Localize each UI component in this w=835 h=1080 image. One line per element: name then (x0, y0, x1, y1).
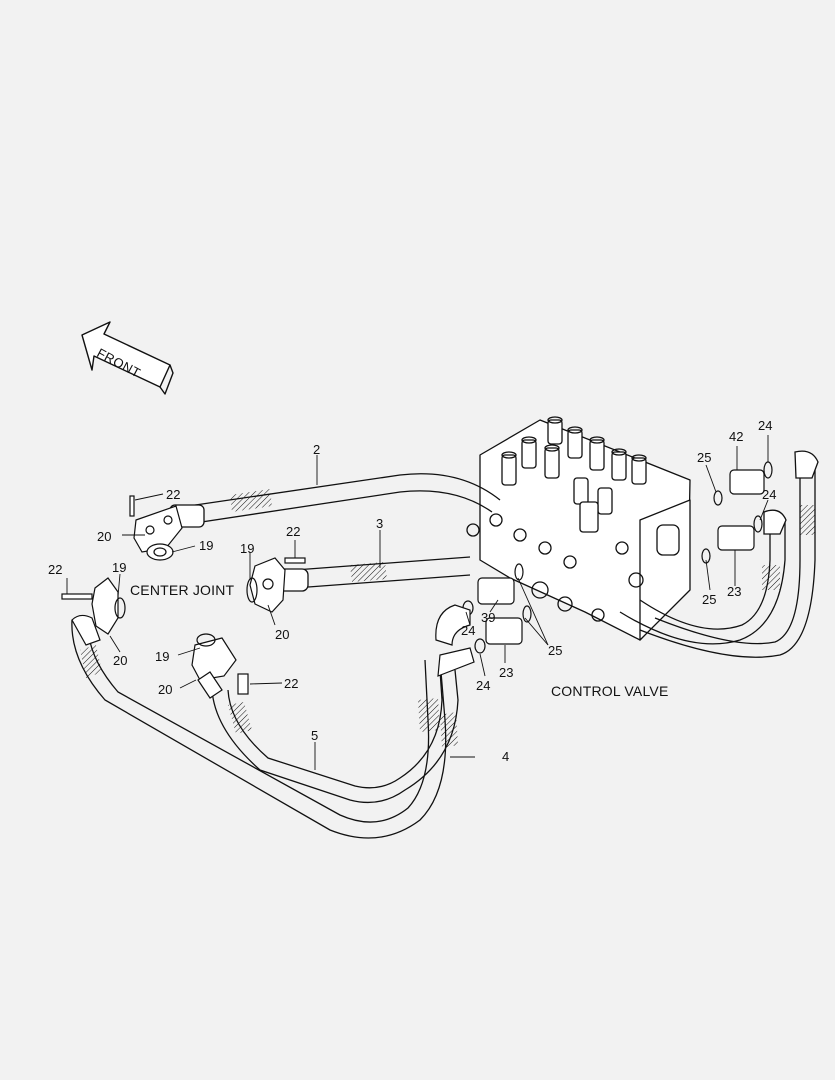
callout-24: 24 (476, 678, 491, 693)
callout-19: 19 (155, 649, 170, 664)
callout-24: 24 (758, 418, 773, 433)
callout-25: 25 (548, 643, 563, 658)
callout-5: 5 (311, 728, 319, 743)
fitting-23-right (701, 515, 763, 564)
callout-23: 23 (499, 665, 514, 680)
callout-19: 19 (240, 541, 255, 556)
flange-19-20-center (246, 557, 306, 613)
flange-19-20-left (61, 577, 126, 646)
callout-3: 3 (376, 516, 384, 531)
callout-24: 24 (461, 623, 476, 638)
callout-20: 20 (275, 627, 290, 642)
control-valve-title: CONTROL VALVE (551, 683, 669, 699)
flange-19-20-lower (191, 633, 249, 699)
hose-4 (211, 669, 459, 804)
callout-20: 20 (158, 682, 173, 697)
callout-22: 22 (284, 676, 299, 691)
leader-lines (66, 435, 769, 770)
callout-20: 20 (97, 529, 112, 544)
callout-2: 2 (313, 442, 321, 457)
callout-22: 22 (286, 524, 301, 539)
hose-5 (71, 619, 447, 839)
hose-2 (169, 473, 501, 528)
callout-42: 42 (729, 429, 744, 444)
callout-24: 24 (762, 487, 777, 502)
callout-39: 39 (481, 610, 496, 625)
callout-19: 19 (199, 538, 214, 553)
center-joint-title: CENTER JOINT (130, 582, 235, 598)
callout-4: 4 (502, 749, 510, 764)
callout-22: 22 (48, 562, 63, 577)
callout-22: 22 (166, 487, 181, 502)
flange-19-20-upper (129, 495, 183, 561)
callout-19: 19 (112, 560, 127, 575)
callout-23: 23 (727, 584, 742, 599)
front-direction-arrow-icon (81, 321, 174, 395)
callout-20: 20 (113, 653, 128, 668)
fitting-23-left (437, 605, 532, 677)
control-valve-body (466, 416, 691, 641)
hose-right-lower (619, 450, 819, 658)
callout-25: 25 (697, 450, 712, 465)
callout-25: 25 (702, 592, 717, 607)
fitting-39 (435, 563, 524, 646)
